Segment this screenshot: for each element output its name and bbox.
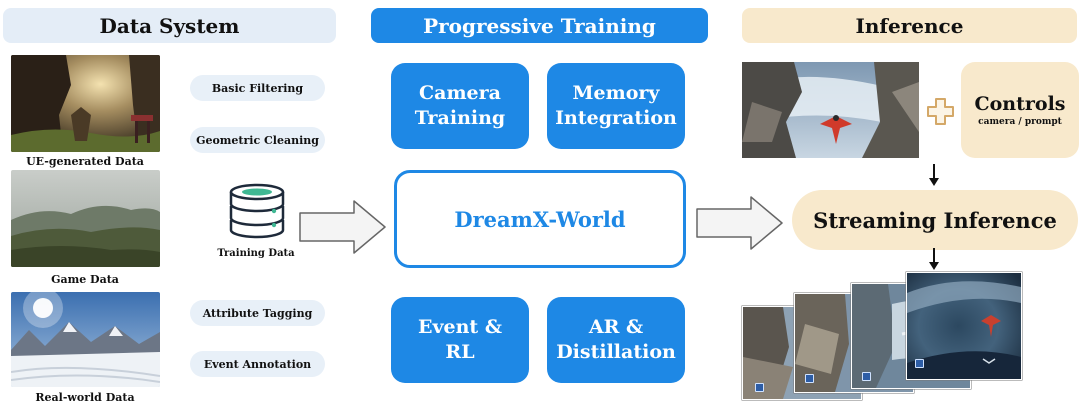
controls-title: Controls [975, 93, 1066, 115]
header-inference: Inference [742, 8, 1077, 43]
training-data-label: Training Data [206, 248, 306, 259]
real-world-image [11, 292, 160, 387]
step-basic-filtering: Basic Filtering [190, 75, 325, 101]
step-event-annotation: Event Annotation [190, 351, 325, 377]
caption-game: Game Data [0, 273, 170, 286]
header-data-system: Data System [3, 8, 336, 43]
camera-marker-icon [805, 374, 814, 383]
arrow-right-icon [298, 198, 388, 260]
core-model-dreamx-world: DreamX-World [394, 170, 686, 268]
game-image [11, 170, 160, 267]
camera-marker-icon [862, 372, 871, 381]
camera-marker-icon [915, 359, 924, 368]
controls-box: Controls camera / prompt [961, 62, 1079, 158]
arrow-right-icon [695, 194, 785, 256]
header-progressive-training: Progressive Training [371, 8, 708, 43]
controls-subtitle: camera / prompt [978, 117, 1062, 127]
camera-marker-icon [755, 383, 764, 392]
database-icon [226, 180, 288, 242]
arrow-down-icon [928, 164, 940, 192]
stage-event-rl: Event &RL [391, 297, 529, 383]
ue-generated-image [11, 55, 160, 152]
stage-ar-distillation: AR &Distillation [547, 297, 685, 383]
output-frame-4 [906, 272, 1022, 380]
inference-input-image [742, 62, 919, 158]
streaming-inference-box: Streaming Inference [792, 190, 1078, 250]
step-geometric-cleaning: Geometric Cleaning [190, 127, 325, 153]
step-attribute-tagging: Attribute Tagging [190, 300, 325, 326]
plus-icon [926, 97, 955, 130]
caption-real-world: Real-world Data [0, 391, 170, 404]
caption-ue-generated: UE-generated Data [0, 155, 170, 168]
